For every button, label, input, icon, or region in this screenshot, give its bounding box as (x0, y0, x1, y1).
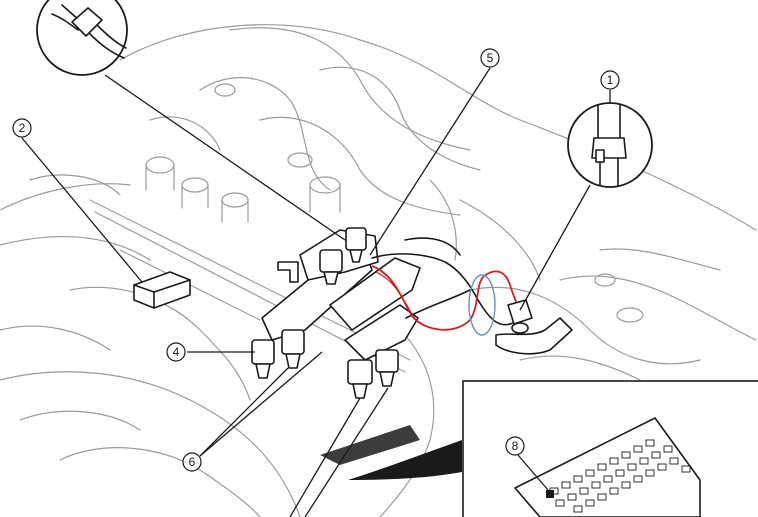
wiring-harness (375, 271, 417, 321)
leader-lines (21, 67, 611, 517)
hose-clamp-detail-icon (36, 0, 128, 76)
fuel-pipe (404, 237, 461, 256)
fuel-injector (375, 349, 399, 387)
callout-8: 8 (505, 436, 525, 456)
fuel-injector (281, 329, 305, 369)
fuel-injector (345, 227, 367, 263)
fuse-block-inset-icon (514, 417, 701, 517)
fuel-pipe (405, 289, 471, 319)
wiring-harness (371, 265, 521, 331)
fuel-injector (251, 339, 275, 379)
callout-4-label: 4 (173, 345, 180, 359)
callout-2-label: 2 (19, 121, 26, 135)
fuel-injector-group (251, 227, 399, 399)
callout-2: 2 (12, 118, 32, 138)
control-module (133, 271, 191, 309)
callout-1: 1 (600, 70, 620, 90)
hose-connector-detail-icon (567, 102, 653, 188)
hose-connector-assembly (495, 299, 573, 355)
callout-6: 6 (182, 452, 202, 472)
callout-4: 4 (166, 342, 186, 362)
callout-8-label: 8 (512, 439, 519, 453)
callout-5-label: 5 (487, 51, 494, 65)
shadow-wedge (320, 425, 420, 465)
fuel-pipe (371, 253, 516, 326)
callout-1-label: 1 (607, 73, 614, 87)
highlight-ellipse (468, 274, 496, 336)
fuel-injector (319, 249, 343, 285)
callout-5: 5 (480, 48, 500, 68)
fuel-injector (347, 359, 373, 399)
shadow-wedge (348, 440, 462, 480)
callout-6-label: 6 (189, 455, 196, 469)
